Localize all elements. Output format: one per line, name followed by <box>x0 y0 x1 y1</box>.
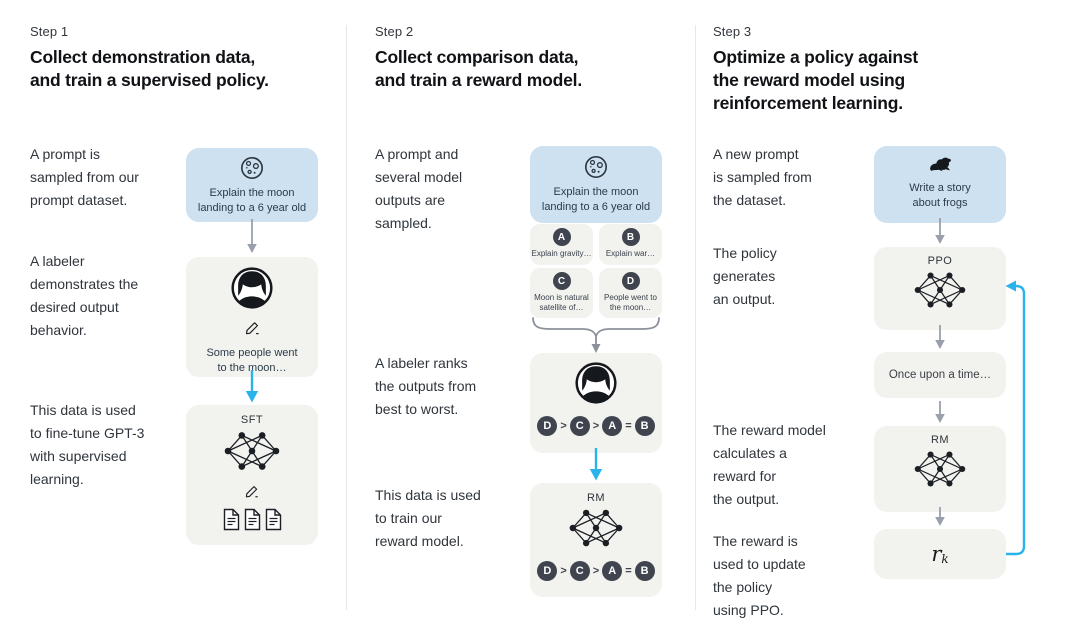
step2-labeler-box: D > C > A = B <box>530 353 662 453</box>
step1-label: Step 1 <box>30 24 69 39</box>
moon-icon <box>239 155 265 186</box>
step3-policy-label: PPO <box>927 255 953 267</box>
step2-caption-sampled: A prompt and several model outputs are s… <box>375 146 463 231</box>
arrow-down-icon <box>932 325 948 355</box>
step2-model-label: RM <box>586 492 606 504</box>
step3-model-label: RM <box>930 434 950 446</box>
step2-prompt-text: Explain the moon landing to a 6 year old <box>541 186 651 213</box>
rank-chip: A <box>602 561 623 581</box>
neural-network-icon <box>912 270 968 315</box>
arrow-down-icon <box>932 401 948 429</box>
reward-symbol: r <box>931 542 942 566</box>
step1-caption-labeler: A labeler demonstrates the desired outpu… <box>30 253 139 338</box>
pencil-icon <box>244 319 261 341</box>
pencil-icon <box>244 483 260 504</box>
step1-prompt-box: Explain the moon landing to a 6 year old <box>186 148 318 222</box>
step3-prompt-box: Write a story about frogs <box>874 146 1006 223</box>
answer-box-c: C Moon is natural satellite of… <box>530 268 593 318</box>
arrow-down-icon <box>932 507 948 532</box>
step2-rm-box: RM D > C > A <box>530 483 662 597</box>
arrow-down-blue-icon <box>243 370 261 408</box>
step3-caption-update: The reward is used to update the policy … <box>713 533 806 618</box>
answer-box-b: B Explain war… <box>599 224 662 265</box>
reward-subscript: k <box>941 552 949 566</box>
rank-chip: C <box>569 561 590 581</box>
step3-output-box: Once upon a time… <box>874 352 1006 398</box>
step2-caption-ranks: A labeler ranks the outputs from best to… <box>375 355 477 417</box>
step3-prompt-text: Write a story about frogs <box>909 182 971 209</box>
answer-letter-d: D <box>621 272 640 290</box>
step1-labeler-box: Some people went to the moon… <box>186 257 318 377</box>
neural-network-icon <box>222 429 282 478</box>
step1-sft-box: SFT <box>186 405 318 545</box>
step1-caption-finetune: This data is used to fine-tune GPT-3 wit… <box>30 402 145 487</box>
answer-letter-a: A <box>552 228 571 246</box>
step3-label: Step 3 <box>713 24 752 39</box>
rank-chip: C <box>569 416 590 436</box>
step3-ppo-box: PPO <box>874 247 1006 330</box>
feedback-loop-arrow-icon <box>1004 274 1036 571</box>
rank-chip: D <box>537 561 558 581</box>
arrow-down-icon <box>932 218 948 250</box>
step3-rm-box: RM <box>874 426 1006 512</box>
rank-chip: B <box>634 416 655 436</box>
step2-prompt-box: Explain the moon landing to a 6 year old <box>530 146 662 223</box>
column-divider <box>695 25 696 610</box>
rank-chip: D <box>537 416 558 436</box>
documents-icon <box>223 508 282 531</box>
step3-output-text: Once upon a time… <box>888 369 992 381</box>
step1-prompt-text: Explain the moon landing to a 6 year old <box>197 187 307 214</box>
answer-box-a: A Explain gravity… <box>530 224 593 265</box>
labeler-person-icon <box>574 361 618 410</box>
frog-icon <box>927 155 954 179</box>
arrow-down-icon <box>244 219 260 259</box>
answer-text-c: Moon is natural satellite of… <box>534 293 589 312</box>
rank-separator: = <box>625 420 632 432</box>
brace-arrow-icon <box>530 317 662 359</box>
neural-network-icon <box>912 449 968 494</box>
moon-icon <box>583 154 609 185</box>
step3-caption-policy: The policy generates an output. <box>713 245 777 307</box>
step3-title: Optimize a policy against the reward mod… <box>713 47 919 113</box>
neural-network-icon <box>567 507 625 554</box>
labeler-person-icon <box>230 266 274 315</box>
answer-box-d: D People went to the moon… <box>599 268 662 318</box>
answer-text-a: Explain gravity… <box>531 249 592 258</box>
rank-separator: > <box>592 565 600 577</box>
rank-chip: B <box>634 561 655 581</box>
rank-chip: A <box>602 416 623 436</box>
rank-separator: = <box>625 565 632 577</box>
answer-letter-c: C <box>552 272 571 290</box>
step3-caption-reward: The reward model calculates a reward for… <box>713 422 826 507</box>
column-divider <box>346 25 347 610</box>
rank-separator: > <box>560 565 567 577</box>
rank-separator: > <box>560 420 567 432</box>
step1-model-label: SFT <box>240 414 264 426</box>
step3-caption-newprompt: A new prompt is sampled from the dataset… <box>713 146 812 208</box>
answer-text-d: People went to the moon… <box>604 293 657 312</box>
step2-label: Step 2 <box>375 24 414 39</box>
step2-caption-train: This data is used to train our reward mo… <box>375 487 481 549</box>
step1-title: Collect demonstration data, and train a … <box>30 47 269 90</box>
answer-text-b: Explain war… <box>605 249 656 258</box>
step2-title: Collect comparison data, and train a rew… <box>375 47 582 90</box>
step1-caption-prompt: A prompt is sampled from our prompt data… <box>30 146 139 208</box>
arrow-down-blue-icon <box>587 448 605 486</box>
rank-separator: > <box>592 420 600 432</box>
step1-labeler-text: Some people went to the moon… <box>206 347 298 374</box>
ranking-row: D > C > A = B <box>537 561 655 581</box>
answer-letter-b: B <box>621 228 640 246</box>
ranking-row: D > C > A = B <box>537 416 655 436</box>
